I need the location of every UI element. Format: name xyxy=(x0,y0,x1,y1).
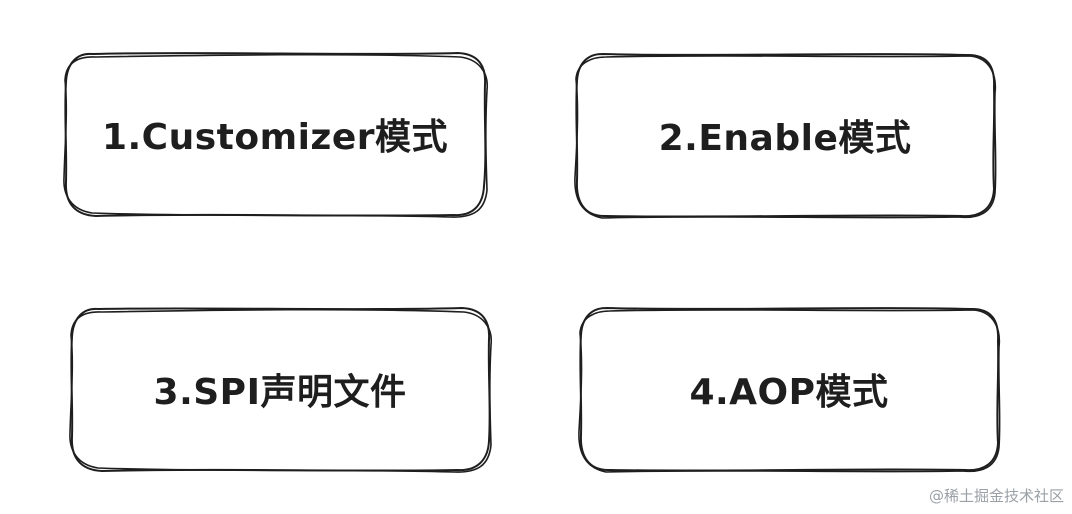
box-customizer-mode: 1.Customizer模式 xyxy=(62,50,488,218)
box-spi-declaration-file: 3.SPI声明文件 xyxy=(68,305,492,473)
box-label: 2.Enable模式 xyxy=(658,118,912,159)
box-aop-mode: 4.AOP模式 xyxy=(578,305,1001,473)
box-label: 3.SPI声明文件 xyxy=(153,372,407,413)
box-label: 4.AOP模式 xyxy=(689,372,889,413)
box-label: 1.Customizer模式 xyxy=(101,117,449,158)
box-enable-mode: 2.Enable模式 xyxy=(574,51,997,219)
box-sketch-border xyxy=(578,307,1001,473)
watermark-text: @稀土掘金技术社区 xyxy=(928,487,1064,505)
box-sketch-border xyxy=(69,306,492,473)
box-sketch-border xyxy=(63,51,488,218)
box-sketch-border xyxy=(574,53,997,219)
